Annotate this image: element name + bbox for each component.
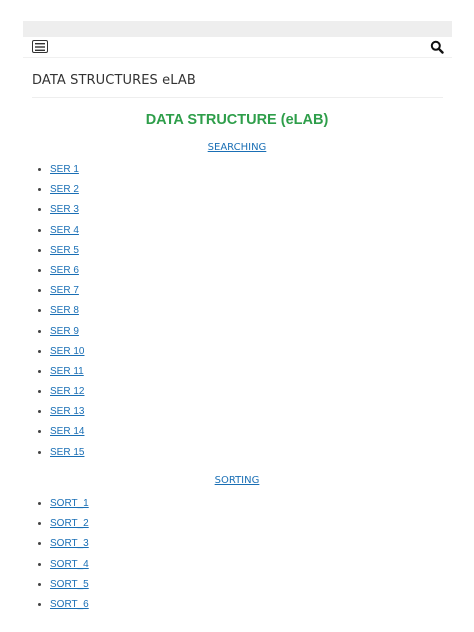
list-item: SORT_6 (36, 598, 89, 618)
bullet-icon (38, 410, 41, 414)
bullet-icon (38, 309, 41, 313)
list-item: SER 6 (36, 264, 84, 284)
list-item: SER 4 (36, 224, 84, 244)
bullet-icon (38, 248, 41, 252)
bullet-icon (38, 522, 41, 526)
bullet-icon (38, 228, 41, 232)
item-link[interactable]: SORT_2 (50, 518, 89, 530)
item-link[interactable]: SER 5 (50, 244, 79, 256)
item-link[interactable]: SER 4 (50, 224, 79, 236)
item-link[interactable]: SER 12 (50, 386, 85, 398)
bullet-icon (38, 369, 41, 373)
list-item: SORT_2 (36, 517, 89, 537)
bullet-icon (38, 450, 41, 454)
list-item: SORT_5 (36, 578, 89, 598)
bullet-icon (38, 168, 41, 171)
item-link[interactable]: SER 10 (50, 345, 85, 357)
list-item: SORT_4 (36, 558, 89, 578)
list-item: SER 7 (36, 284, 84, 304)
list-item: SER 11 (36, 365, 84, 385)
item-link[interactable]: SORT_3 (50, 538, 89, 550)
item-link[interactable]: SER 3 (50, 204, 79, 216)
item-link[interactable]: SER 8 (50, 305, 79, 317)
list-item: SER 2 (36, 183, 84, 203)
hamburger-menu-icon (35, 42, 45, 51)
list-item: SER 1 (36, 163, 84, 183)
item-link[interactable]: SER 9 (50, 325, 79, 337)
bullet-icon (38, 602, 41, 606)
list-item: SER 12 (36, 385, 84, 405)
bullet-icon (38, 502, 41, 505)
bullet-icon (38, 390, 41, 394)
top-strip (23, 21, 452, 37)
list-item: SER 8 (36, 304, 84, 324)
list-item: SORT_1 (36, 497, 89, 517)
item-link[interactable]: SER 14 (50, 426, 85, 438)
item-link[interactable]: SER 13 (50, 406, 85, 418)
item-link[interactable]: SER 1 (50, 164, 79, 175)
list-item: SER 13 (36, 405, 84, 425)
item-link[interactable]: SORT_6 (50, 598, 89, 610)
section-heading-searching: SEARCHING (0, 142, 474, 153)
bullet-icon (38, 208, 41, 212)
item-link[interactable]: SER 7 (50, 285, 79, 297)
search-icon (430, 40, 444, 54)
searching-link-list: SER 1 SER 2 SER 3 SER 4 SER 5 SER 6 SER 7 SER 8… (36, 163, 84, 466)
item-link[interactable]: SORT_4 (50, 558, 89, 570)
list-item: SER 14 (36, 425, 84, 445)
section-heading-sorting: SORTING (0, 475, 474, 486)
item-link[interactable]: SORT_5 (50, 578, 89, 590)
list-item: SER 10 (36, 345, 84, 365)
list-item: SER 15 (36, 446, 84, 466)
list-item: SORT_3 (36, 537, 89, 557)
title-divider (32, 97, 443, 98)
page-title: DATA STRUCTURES eLAB (32, 73, 196, 88)
bullet-icon (38, 582, 41, 586)
item-link[interactable]: SER 6 (50, 264, 79, 276)
menu-button[interactable] (32, 40, 48, 53)
section-link-sorting[interactable]: SORTING (214, 475, 260, 486)
list-item: SER 9 (36, 325, 84, 345)
item-link[interactable]: SER 2 (50, 184, 79, 196)
item-link[interactable]: SORT_1 (50, 498, 89, 509)
bullet-icon (38, 542, 41, 546)
search-button[interactable] (430, 40, 444, 54)
bullet-icon (38, 188, 41, 192)
list-item: SER 3 (36, 203, 84, 223)
main-heading: DATA STRUCTURE (eLAB) (145, 112, 329, 128)
bullet-icon (38, 349, 41, 353)
bullet-icon (38, 289, 41, 293)
bullet-icon (38, 562, 41, 566)
section-link-searching[interactable]: SEARCHING (207, 142, 267, 153)
item-link[interactable]: SER 15 (50, 446, 85, 458)
bullet-icon (38, 329, 41, 333)
bullet-icon (38, 268, 41, 272)
nav-bar (23, 37, 452, 58)
item-link[interactable]: SER 11 (50, 365, 84, 377)
list-item: SER 5 (36, 244, 84, 264)
bullet-icon (38, 430, 41, 434)
